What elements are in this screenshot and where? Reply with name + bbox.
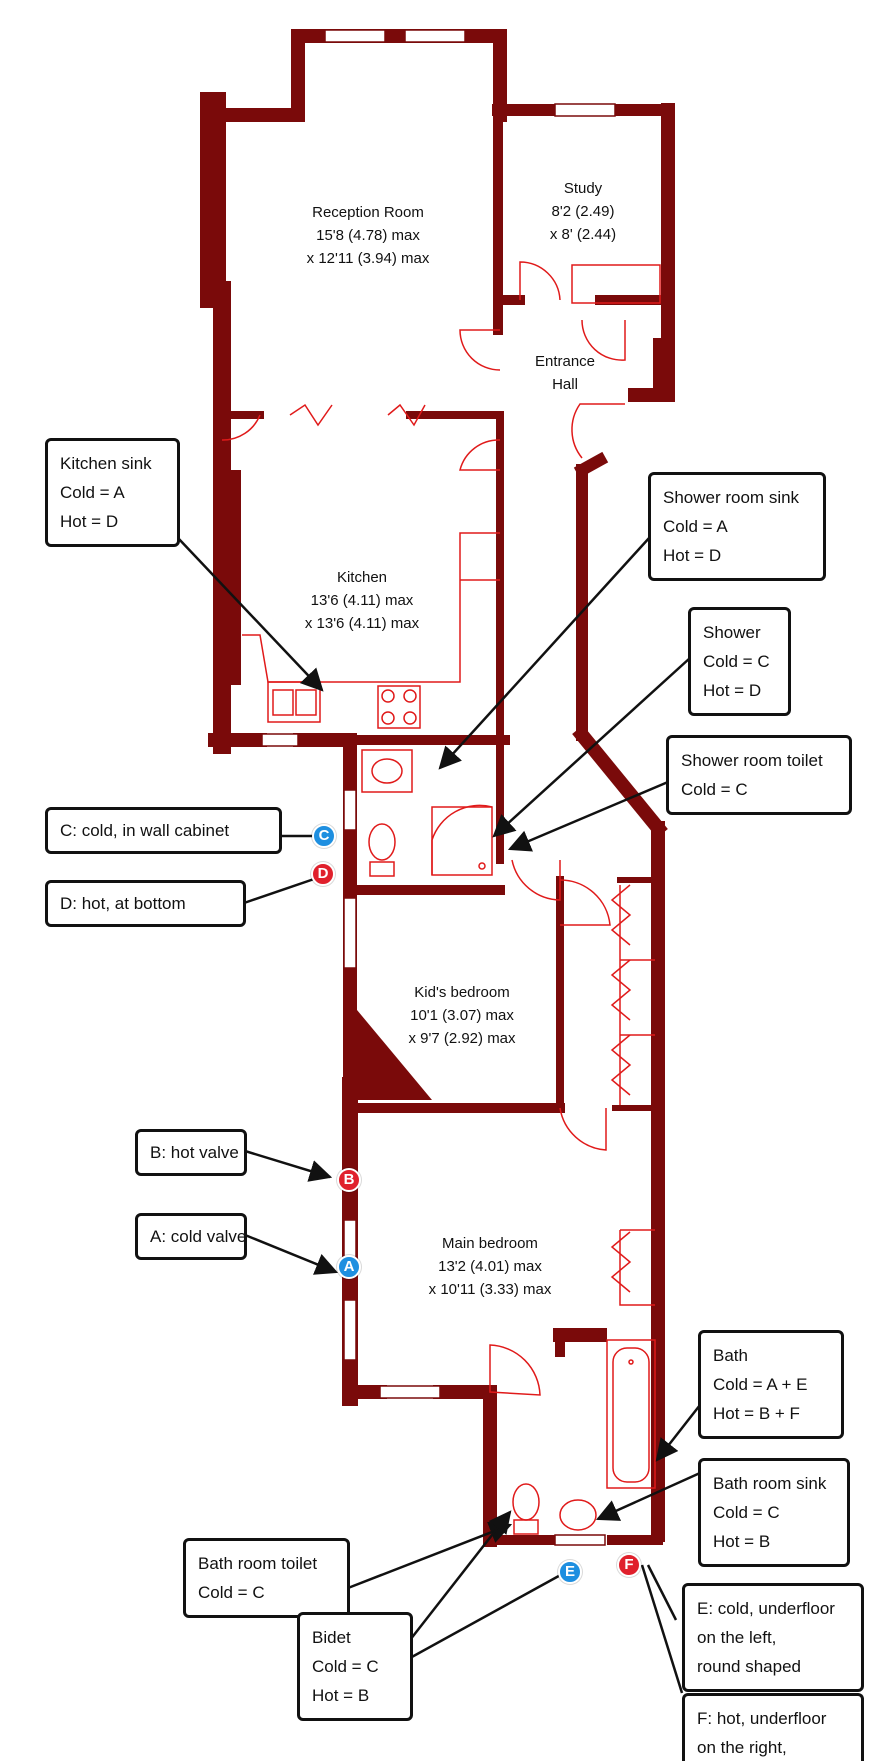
kitchen-dim1: 13'6 (4.11) max — [311, 592, 414, 609]
fixtures — [221, 261, 661, 1535]
callout-line: D: hot, at bottom — [60, 894, 186, 913]
arrow-f-2 — [640, 1564, 684, 1694]
callout-line: E: cold, underfloor — [697, 1599, 835, 1618]
callout-line: Shower — [703, 623, 761, 642]
arrow-bath-room-sink — [595, 1471, 701, 1521]
callout-line: Cold = C — [703, 652, 770, 671]
study-title: Study — [564, 180, 603, 197]
callout-line: Cold = C — [713, 1503, 780, 1522]
callout-line: Bidet — [312, 1628, 351, 1647]
kids-dim1: 10'1 (3.07) max — [410, 1007, 514, 1024]
arrow-bath — [655, 1404, 701, 1462]
reception-dim1: 15'8 (4.78) max — [316, 227, 420, 244]
callout-line: B: hot valve — [150, 1143, 239, 1162]
entrance-hall: Hall — [552, 376, 578, 393]
callout-shower-room-sink: Shower room sink Cold = A Hot = D — [648, 472, 826, 581]
callout-arrows — [177, 536, 701, 1694]
arrow-bath-room-toilet — [347, 1521, 513, 1590]
callout-line: Cold = C — [198, 1583, 265, 1602]
callout-line: Cold = C — [312, 1657, 379, 1676]
callout-f-note: F: hot, underfloor on the right, — [682, 1693, 864, 1761]
callout-line: F: hot, underfloor — [697, 1709, 827, 1728]
callout-bath: Bath Cold = A + E Hot = B + F — [698, 1330, 844, 1439]
callout-line: Bath — [713, 1346, 748, 1365]
callout-line: on the left, — [697, 1628, 777, 1647]
callout-b-note: B: hot valve — [135, 1129, 247, 1176]
callout-bidet: Bidet Cold = C Hot = B — [297, 1612, 413, 1721]
marker-d: D — [311, 862, 335, 886]
arrow-shower-room-sink — [438, 536, 651, 770]
callout-line: Cold = A — [60, 483, 125, 502]
arrow-shower-room-toilet — [507, 780, 669, 852]
arrow-kitchen-sink — [177, 537, 324, 692]
callout-line: Cold = A — [663, 517, 728, 536]
kids-title: Kid's bedroom — [414, 984, 509, 1001]
callout-shower-room-toilet: Shower room toilet Cold = C — [666, 735, 852, 815]
callout-line: Hot = B — [713, 1532, 771, 1551]
room-labels: Reception Room 15'8 (4.78) max x 12'11 (… — [305, 180, 616, 1298]
kids-dim2: x 9'7 (2.92) max — [408, 1030, 516, 1047]
marker-b: B — [337, 1168, 361, 1192]
callout-line: C: cold, in wall cabinet — [60, 821, 230, 840]
callout-kitchen-sink: Kitchen sink Cold = A Hot = D — [45, 438, 180, 547]
callout-line: Bath room sink — [713, 1474, 827, 1493]
callout-line: Shower room sink — [663, 488, 800, 507]
callout-line: Hot = D — [60, 512, 119, 531]
callout-d-note: D: hot, at bottom — [45, 880, 246, 927]
arrow-bidet — [409, 1510, 512, 1641]
callout-line: Hot = B — [312, 1686, 370, 1705]
main-dim2: x 10'11 (3.33) max — [429, 1281, 552, 1298]
callout-line: Hot = D — [663, 546, 722, 565]
arrow-a — [244, 1233, 339, 1275]
arrow-f-1 — [646, 1564, 678, 1621]
arrow-e — [409, 1570, 567, 1660]
walls — [200, 29, 675, 1547]
main-title: Main bedroom — [442, 1235, 538, 1252]
callout-line: on the right, — [697, 1738, 787, 1757]
marker-e: E — [558, 1560, 582, 1584]
callout-line: Hot = B + F — [713, 1404, 800, 1423]
study-dim2: x 8' (2.44) — [550, 226, 616, 243]
callout-line: Shower room toilet — [681, 751, 823, 770]
main-dim1: 13'2 (4.01) max — [438, 1258, 542, 1275]
study-dim1: 8'2 (2.49) — [552, 203, 615, 220]
kitchen-dim2: x 13'6 (4.11) max — [305, 615, 420, 632]
reception-dim2: x 12'11 (3.94) max — [307, 250, 430, 267]
callout-line: Kitchen sink — [60, 454, 152, 473]
callout-c-note: C: cold, in wall cabinet — [45, 807, 282, 854]
callout-line: Hot = D — [703, 681, 762, 700]
marker-c: C — [312, 824, 336, 848]
callout-line: Bath room toilet — [198, 1554, 318, 1573]
callout-line: round shaped — [697, 1657, 801, 1676]
callout-shower: Shower Cold = C Hot = D — [688, 607, 791, 716]
marker-f: F — [617, 1553, 641, 1577]
callout-line: Cold = C — [681, 780, 748, 799]
callout-bath-room-toilet: Bath room toilet Cold = C — [183, 1538, 350, 1618]
callout-line: A: cold valve — [150, 1227, 247, 1246]
marker-a: A — [337, 1255, 361, 1279]
reception-title: Reception Room — [312, 204, 424, 221]
windows — [261, 29, 616, 1546]
callout-e-note: E: cold, underfloor on the left, round s… — [682, 1583, 864, 1692]
arrow-d — [243, 876, 318, 905]
kitchen-title: Kitchen — [337, 569, 387, 586]
callout-bath-room-sink: Bath room sink Cold = C Hot = B — [698, 1458, 850, 1567]
callout-line: Cold = A + E — [713, 1375, 808, 1394]
entrance-title: Entrance — [535, 353, 595, 370]
arrow-b — [244, 1149, 333, 1182]
callout-a-note: A: cold valve — [135, 1213, 247, 1260]
arrow-shower — [492, 657, 691, 838]
